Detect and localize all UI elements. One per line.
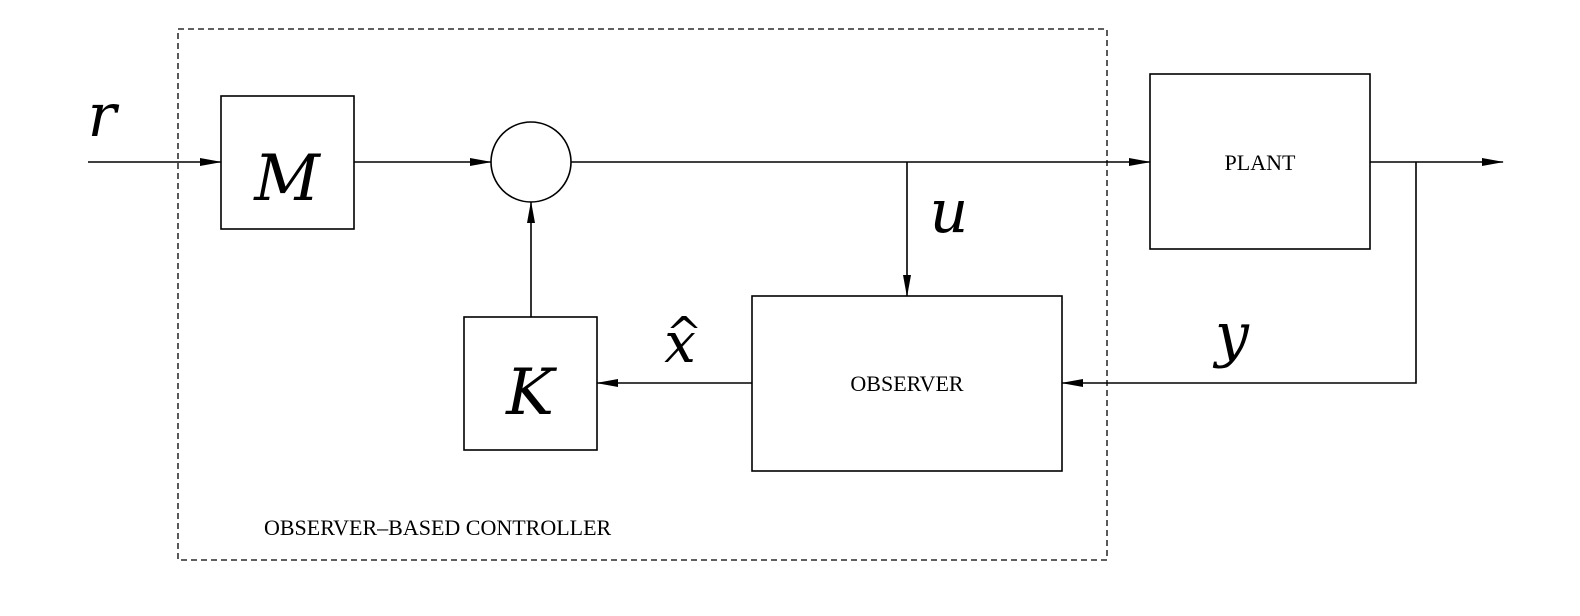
controller-region-label: OBSERVER–BASED CONTROLLER xyxy=(264,515,612,540)
m-block-label: M xyxy=(253,142,321,216)
y-feedback-arrow xyxy=(1061,162,1417,387)
r-signal-label: r xyxy=(88,81,120,151)
k-block-label: K xyxy=(505,356,557,430)
y-signal-label: y xyxy=(1212,300,1250,370)
plant-label: PLANT xyxy=(1225,150,1296,175)
xhat-accent: ^ xyxy=(666,308,703,359)
summing-junction xyxy=(490,121,572,203)
u-signal-label: u xyxy=(930,177,969,247)
xhat-signal-label: x xyxy=(664,311,696,376)
observer-label: OBSERVER xyxy=(850,371,963,396)
controller-boundary xyxy=(177,28,1108,561)
